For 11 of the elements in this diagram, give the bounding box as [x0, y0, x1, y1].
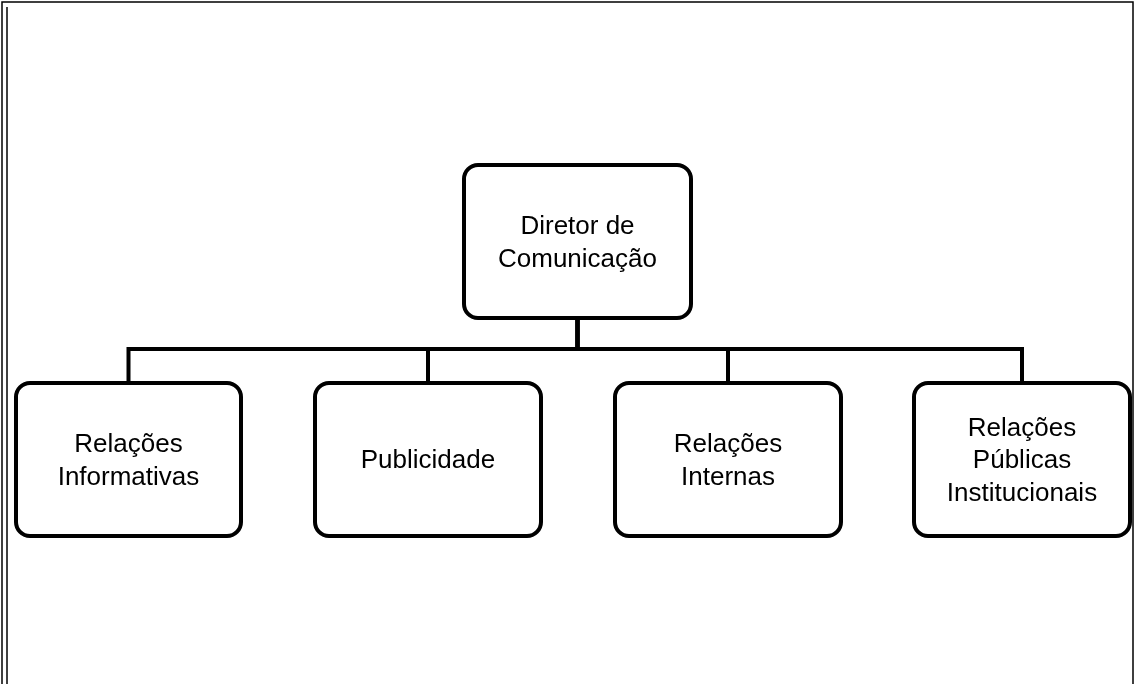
box-label: Diretor de Comunicação	[497, 209, 658, 274]
connector-line	[575, 320, 1024, 381]
box-label: Publicidade	[359, 443, 497, 476]
org-box	[313, 381, 543, 538]
org-box	[462, 163, 693, 320]
org-box	[912, 381, 1132, 538]
box-label: Relações Internas	[672, 427, 784, 492]
org-box	[14, 381, 243, 538]
box-label: Relações Públicas Institucionais	[945, 410, 1099, 509]
org-box	[613, 381, 843, 538]
box-label: Relações Informativas	[56, 427, 201, 492]
